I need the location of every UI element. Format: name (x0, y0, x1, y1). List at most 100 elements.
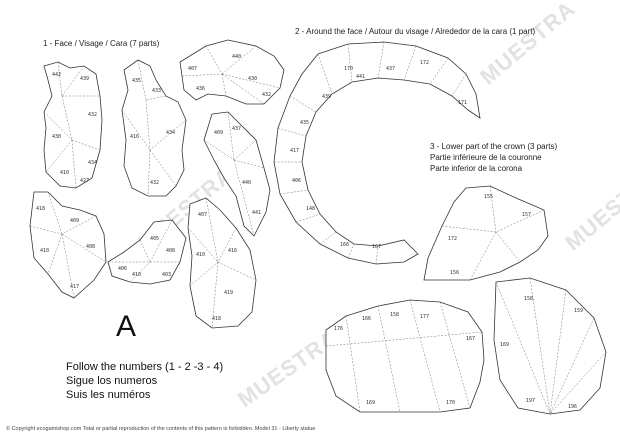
fold-line (221, 73, 227, 97)
fold-line (217, 227, 237, 263)
instruction-es: Sigue los numeros (66, 375, 158, 387)
piece-number: 434 (166, 130, 175, 136)
fold-line (489, 185, 497, 233)
piece-number: 166 (362, 316, 371, 322)
crown-piece-1: 155 157 156 172 (423, 185, 549, 281)
fold-line (121, 109, 151, 151)
piece-number: 439 (80, 76, 89, 82)
fold-line (221, 73, 265, 105)
piece-number: 407 (188, 66, 197, 72)
face-piece-5: 418 409 408 410 417 (29, 191, 107, 299)
piece-number: 158 (390, 312, 399, 318)
piece-outline (203, 111, 271, 237)
piece-number: 433 (152, 88, 161, 94)
fold-line (61, 65, 85, 97)
fold-line (347, 43, 353, 83)
fold-line (495, 209, 545, 233)
fold-line (139, 239, 151, 263)
piece-number: 434 (88, 160, 97, 166)
piece-number: 408 (86, 244, 95, 250)
piece-number: 158 (524, 296, 533, 302)
piece-number: 417 (70, 284, 79, 290)
fold-line (189, 261, 219, 287)
copyright-footer: © Copyright ecogamishop.com Total or par… (6, 426, 316, 432)
piece-number: 408 (166, 248, 175, 254)
fold-line (227, 111, 235, 161)
piece-number: 427 (80, 178, 89, 184)
piece-number: 416 (228, 248, 237, 254)
piece-number: 407 (198, 212, 207, 218)
fold-line (529, 277, 551, 415)
piece-number: 172 (420, 60, 429, 66)
fold-line (279, 189, 309, 195)
piece-number: 177 (420, 314, 429, 320)
face-piece-4: 409 437 440 441 (203, 111, 271, 237)
fold-line (145, 99, 151, 151)
fold-line (439, 301, 471, 409)
piece-number: 410 (132, 272, 141, 278)
piece-number: 432 (88, 112, 97, 118)
fold-line (61, 233, 107, 263)
fold-line (149, 149, 177, 187)
piece-number: 418 (36, 206, 45, 212)
section-title-lower-crown-fr: Partie inférieure de la couronne (430, 153, 542, 162)
fold-line (147, 149, 151, 197)
sheet-letter: A (116, 310, 137, 343)
fold-line (61, 233, 75, 299)
piece-number: 172 (448, 236, 457, 242)
fold-line (495, 231, 521, 263)
fold-line (149, 119, 187, 151)
fold-line (221, 45, 257, 75)
face-piece-6: 406 405 408 410 403 (107, 219, 187, 285)
piece-number: 170 (446, 400, 455, 406)
fold-line (347, 243, 355, 259)
piece-number: 437 (386, 66, 395, 72)
piece-number: 406 (292, 178, 301, 184)
piece-number: 176 (334, 326, 343, 332)
piece-number: 416 (130, 134, 139, 140)
fold-line (203, 139, 235, 161)
fold-line (345, 315, 361, 413)
piece-outline (273, 41, 481, 265)
face-piece-2: 435 433 416 434 432 (121, 59, 187, 197)
fold-line (495, 281, 551, 415)
piece-number: 430 (248, 76, 257, 82)
piece-number: 432 (150, 180, 159, 186)
fold-line (549, 317, 595, 415)
piece-number: 169 (366, 400, 375, 406)
fold-line (377, 305, 401, 413)
face-piece-3: 407 440 436 430 432 (179, 39, 285, 105)
fold-line (221, 73, 281, 89)
piece-number: 171 (458, 100, 467, 106)
piece-number: 159 (574, 308, 583, 314)
piece-outline (187, 197, 257, 329)
fold-line (233, 159, 265, 169)
crown-piece-2: 176 166 158 177 169 170 167 (325, 299, 485, 413)
piece-outline (423, 185, 549, 281)
piece-number: 166 (340, 242, 349, 248)
fold-line (217, 261, 257, 281)
piece-number: 440 (242, 180, 251, 186)
around-face-piece: 170 441 437 172 439 435 417 406 148 166 … (273, 41, 481, 265)
instruction-fr: Suis les numéros (66, 389, 151, 401)
fold-line (71, 139, 77, 189)
piece-number: 418 (212, 316, 221, 322)
fold-line (57, 61, 63, 97)
piece-number: 435 (300, 120, 309, 126)
piece-number: 436 (196, 86, 205, 92)
piece-number: 170 (344, 66, 353, 72)
fold-line (409, 299, 441, 413)
fold-line (233, 139, 257, 161)
fold-line (375, 245, 379, 265)
piece-number: 409 (214, 130, 223, 136)
section-title-face: 1 - Face / Visage / Cara (7 parts) (43, 39, 160, 48)
piece-number: 167 (372, 244, 381, 250)
section-title-lower-crown: 3 - Lower part of the crown (3 parts) (430, 142, 558, 151)
fold-line (61, 215, 97, 235)
piece-number: 430 (52, 134, 61, 140)
fold-line (187, 227, 219, 263)
piece-number: 440 (232, 54, 241, 60)
fold-line (277, 127, 307, 137)
